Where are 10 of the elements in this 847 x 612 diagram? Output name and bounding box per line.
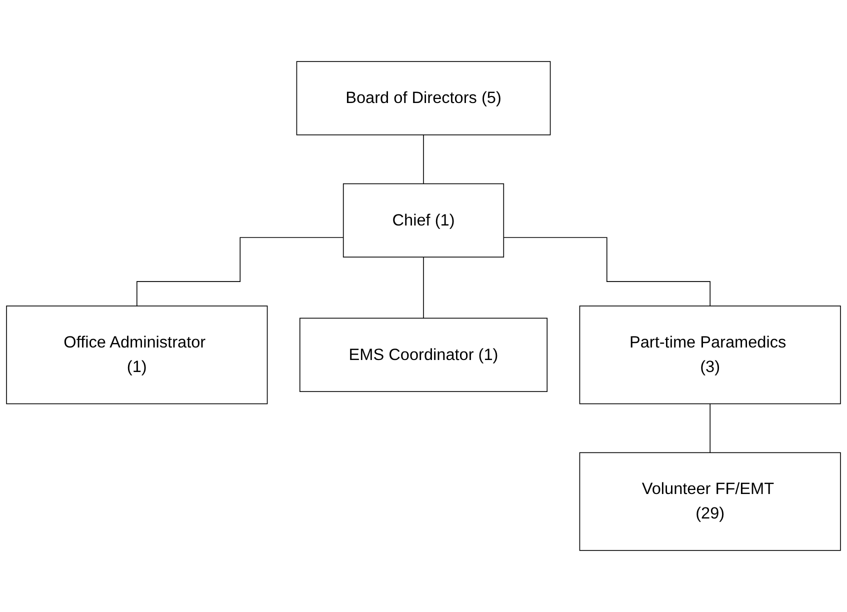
node-box: Office Administrator (1) bbox=[6, 306, 268, 404]
node-box: Part-time Paramedics (3) bbox=[579, 306, 841, 404]
connector bbox=[136, 237, 344, 306]
node-box: Volunteer FF/EMT (29) bbox=[579, 452, 841, 551]
node-box: EMS Coordinator (1) bbox=[299, 318, 548, 392]
node-box: Board of Directors (5) bbox=[296, 61, 551, 136]
connector bbox=[423, 134, 424, 184]
connector bbox=[423, 256, 424, 319]
node-box: Chief (1) bbox=[342, 183, 504, 258]
connector bbox=[503, 237, 710, 306]
